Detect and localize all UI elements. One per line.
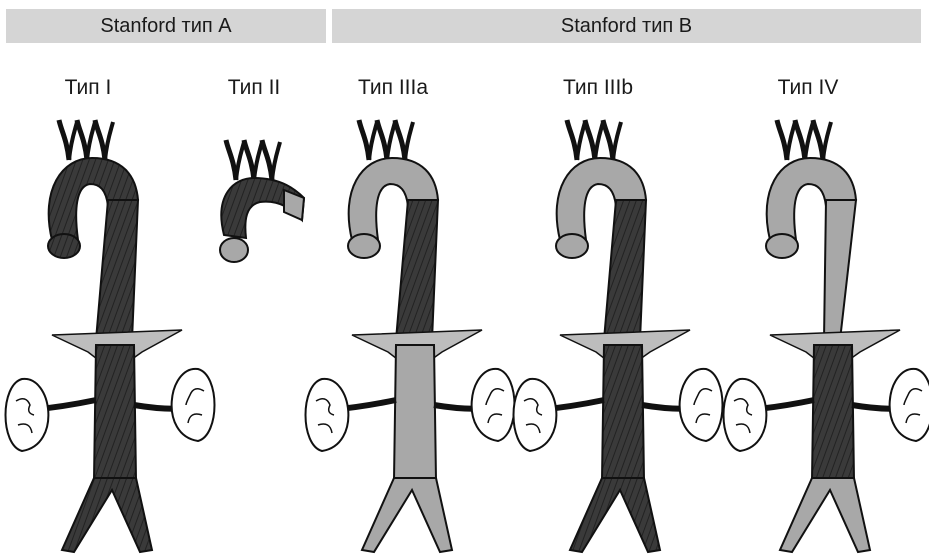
right-kidney [680,369,723,441]
aorta-figure-1 [6,120,215,552]
descending-aorta [824,200,856,340]
iliac-arteries [62,478,152,552]
aortic-root [556,234,588,258]
aorta-figure-5 [724,120,929,552]
iliac-arteries [780,478,870,552]
aorta-figure-3 [306,120,515,552]
descending-aorta [604,200,646,340]
left-kidney [6,379,49,451]
descending-aorta [96,200,138,340]
descending-aorta [396,200,438,340]
left-kidney [514,379,557,451]
right-kidney [890,369,929,441]
left-kidney [306,379,349,451]
aortic-root [48,234,80,258]
abdominal-aorta [812,345,854,480]
right-kidney [472,369,515,441]
aortic-root [220,238,248,262]
iliac-arteries [362,478,452,552]
left-kidney [724,379,767,451]
right-kidney [172,369,215,441]
aorta-figure-2 [220,140,304,262]
aortic-root [766,234,798,258]
abdominal-aorta [602,345,644,480]
aorta-figure-4 [514,120,723,552]
iliac-arteries [570,478,660,552]
abdominal-aorta [394,345,436,480]
abdominal-aorta [94,345,136,480]
aortic-root [348,234,380,258]
